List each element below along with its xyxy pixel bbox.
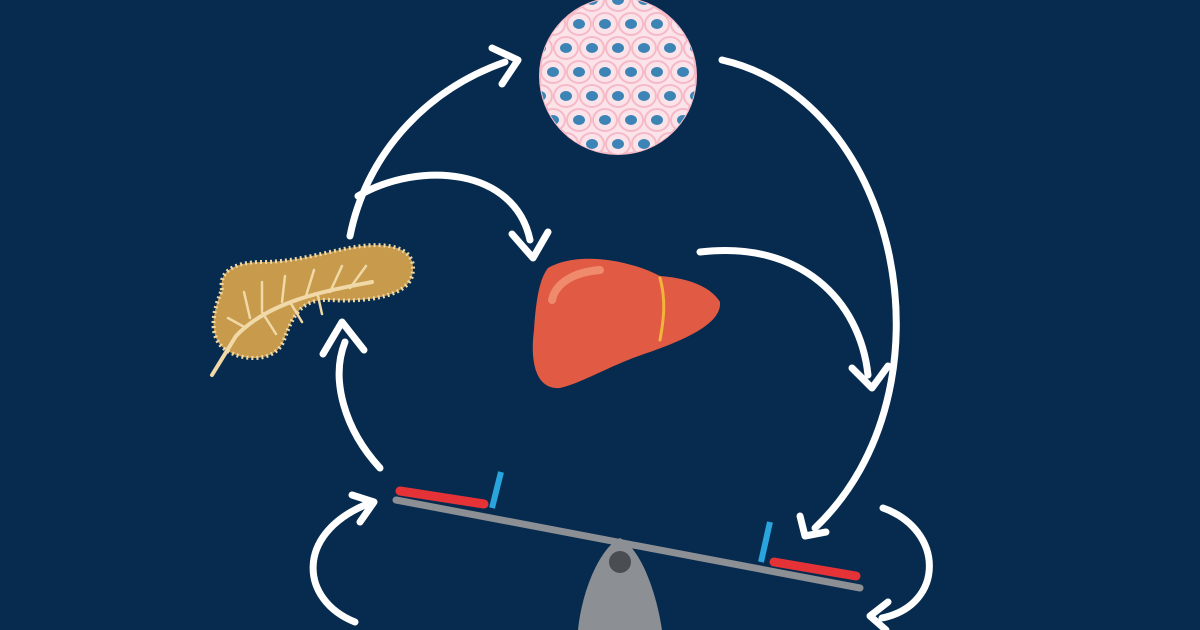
seesaw-beam [392,496,864,592]
cell-nucleus [586,139,598,149]
cell [579,0,605,12]
arrowhead-cells [488,44,522,88]
cell-nucleus [599,115,611,125]
cell-nucleus [677,67,689,77]
cell-nucleus [651,19,663,29]
cell-nucleus [612,43,624,53]
cell-nucleus [651,67,663,77]
seesaw-balance-icon [392,471,864,630]
arrowhead-pancreas [319,318,368,358]
weight-left [395,486,489,509]
cell-nucleus [599,67,611,77]
arrowhead-liver [508,228,552,262]
marker-left [489,471,504,509]
cell-nucleus [586,43,598,53]
pancreas-icon [210,243,416,377]
cell-nucleus [625,19,637,29]
cell-nucleus [573,115,585,125]
cell-nucleus [664,43,676,53]
cell-nucleus [573,19,585,29]
cell-nucleus [612,0,624,5]
arrow-pancreas-to-cells [346,58,509,240]
arrow-cells-to-balance [718,56,900,532]
seesaw-pivot [609,551,631,573]
cell-nucleus [599,19,611,29]
arrowhead-balance-right [848,362,892,392]
arrow-liver-to-balance [696,247,872,379]
marker-right [758,521,773,563]
arrow-pancreas-to-liver [354,171,534,244]
cell-nucleus [651,115,663,125]
cell-nucleus [560,91,572,101]
arrow-loop-left [309,501,369,626]
liver-icon [532,258,721,389]
body-cells-icon [539,0,697,155]
arrow-balance-to-pancreas [335,338,384,472]
seesaw-base [578,538,662,630]
cell [540,84,553,108]
cell-nucleus [638,43,650,53]
arrowhead-loop-right [866,598,892,630]
cell-nucleus [612,139,624,149]
cell-nucleus [612,91,624,101]
cell-nucleus [638,139,650,149]
arrowhead-balance-cells [796,512,830,540]
cell-nucleus [586,91,598,101]
cell [605,0,631,12]
arrow-loop-right [878,504,933,622]
cell-nucleus [625,67,637,77]
cell [631,0,657,12]
arrowhead-loop-left [348,491,378,526]
cell-nucleus [560,43,572,53]
cell-nucleus [625,115,637,125]
cell-nucleus [664,91,676,101]
cell-nucleus [547,67,559,77]
cell-nucleus [638,91,650,101]
cell [683,84,696,108]
weight-right [769,557,861,581]
cell-nucleus [573,67,585,77]
